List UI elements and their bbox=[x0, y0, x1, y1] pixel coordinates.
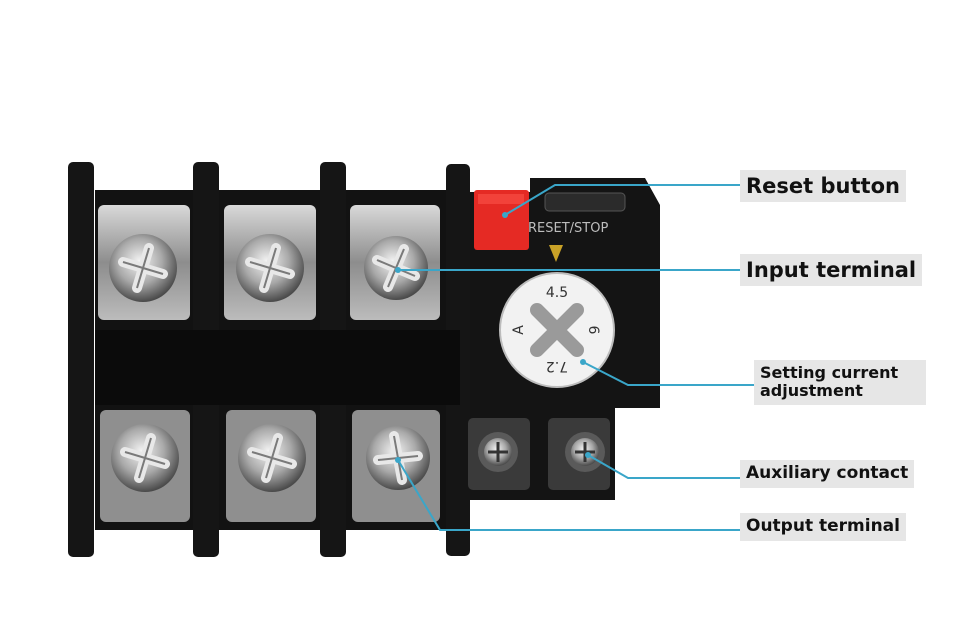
reset-button-highlight bbox=[478, 194, 524, 204]
leader-line-setting bbox=[582, 361, 754, 386]
housing-midband bbox=[95, 330, 460, 405]
dial-mark: 6 bbox=[585, 326, 601, 335]
dial-mark: 4.5 bbox=[546, 285, 568, 301]
label-setting-line2: adjustment bbox=[760, 381, 863, 401]
label-setting-current: Setting current adjustment bbox=[754, 360, 926, 405]
screw-icon bbox=[236, 234, 304, 302]
screw-icon bbox=[478, 432, 518, 472]
housing-divider bbox=[68, 162, 94, 557]
label-output-terminal: Output terminal bbox=[740, 513, 906, 541]
label-setting-line1: Setting current bbox=[760, 363, 899, 382]
label-input-terminal: Input terminal bbox=[740, 254, 923, 287]
screw-icon bbox=[111, 424, 179, 492]
dial-mark: 7.2 bbox=[546, 358, 568, 374]
leader-line-reset bbox=[504, 184, 740, 216]
label-auxiliary-contact: Auxiliary contact bbox=[740, 460, 915, 488]
dial-mark: A bbox=[511, 325, 527, 335]
leader-lines bbox=[397, 184, 754, 531]
label-reset-button: Reset button bbox=[740, 170, 906, 203]
screw-icon bbox=[238, 424, 306, 492]
reset-stop-text: RESET/STOP bbox=[528, 221, 608, 236]
reset-button[interactable] bbox=[474, 190, 529, 250]
screws bbox=[109, 234, 605, 492]
leader-dots bbox=[395, 212, 591, 463]
screw-icon bbox=[565, 432, 605, 472]
leader-line-aux bbox=[587, 454, 740, 479]
dial-pointer-icon bbox=[549, 245, 563, 262]
leader-line-output bbox=[397, 459, 740, 531]
screw-icon bbox=[109, 234, 177, 302]
current-dial[interactable]: 4.5 6 7.2 A bbox=[499, 272, 615, 388]
module-slot bbox=[544, 192, 626, 212]
